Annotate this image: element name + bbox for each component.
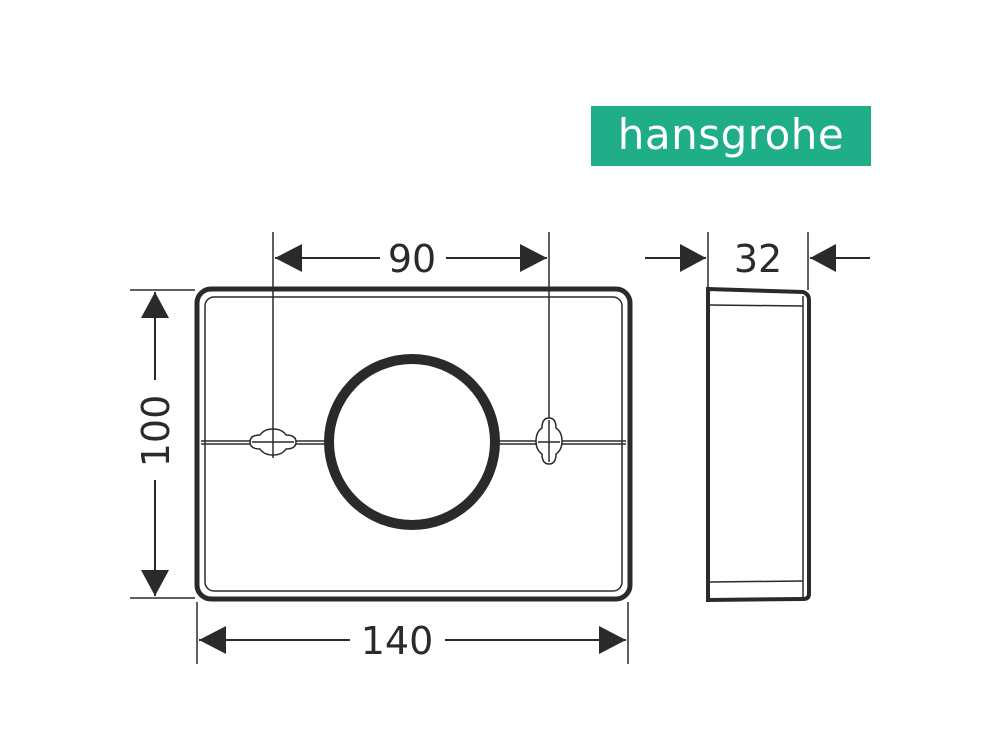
dim-90-label: 90 bbox=[388, 237, 436, 281]
front-view bbox=[194, 286, 633, 602]
hansgrohe-logo: hansgrohe bbox=[591, 106, 871, 166]
side-view bbox=[706, 286, 811, 603]
dispenser-opening bbox=[324, 354, 500, 530]
dim-100-label: 100 bbox=[134, 395, 178, 468]
arrowheads bbox=[141, 244, 836, 654]
dim-140-label: 140 bbox=[361, 619, 434, 663]
keyhole-right bbox=[535, 417, 563, 465]
extension-lines bbox=[130, 232, 809, 664]
dim-32-label: 32 bbox=[734, 237, 782, 281]
keyhole-left bbox=[249, 428, 297, 458]
